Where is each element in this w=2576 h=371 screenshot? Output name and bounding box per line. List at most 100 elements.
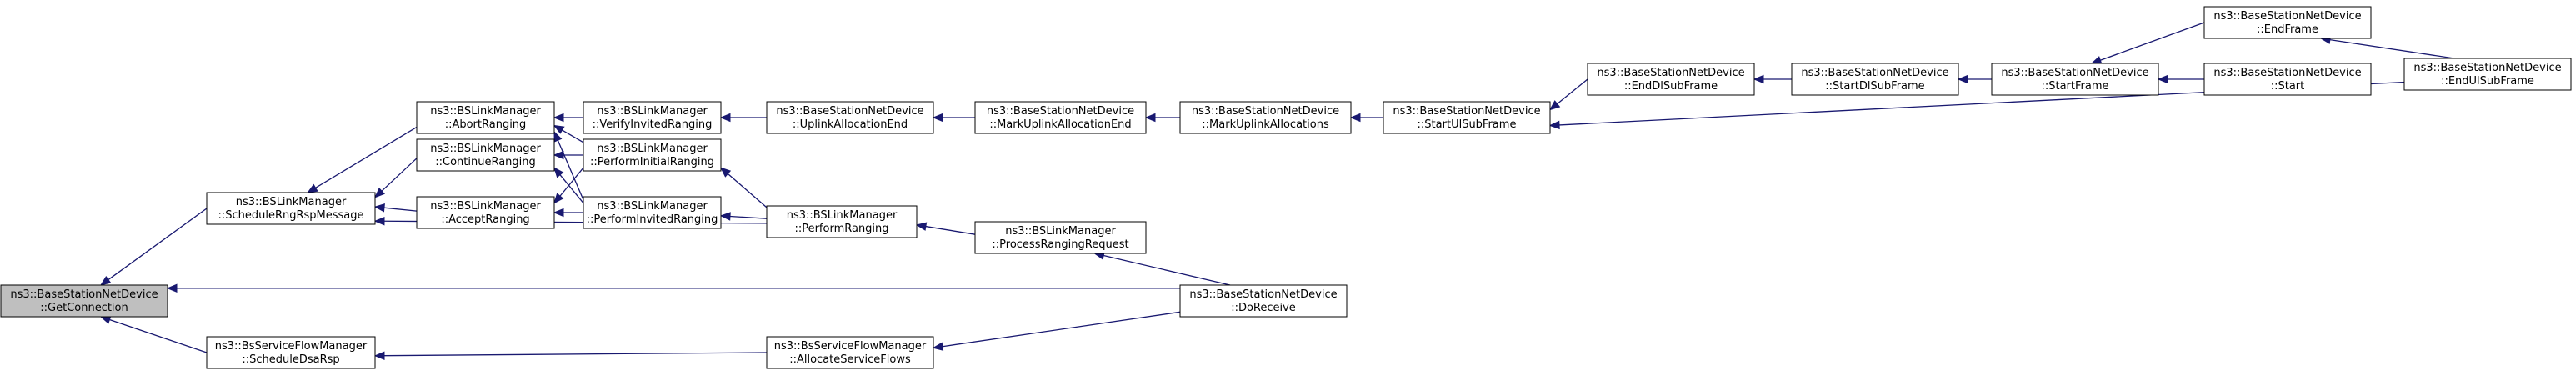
graph-node-end-frame[interactable]: ns3::BaseStationNetDevice::EndFrame [2203, 6, 2372, 39]
node-method-label: ::VerifyInvitedRanging [593, 118, 713, 131]
arrowhead [2157, 74, 2168, 84]
edge-start-ul-subframe-to-mark-uplink-allocs [1349, 113, 1383, 123]
edge-line [559, 167, 584, 197]
node-method-label: ::PerformInitialRanging [590, 156, 714, 168]
edge-line [315, 126, 418, 188]
edge-end-dl-subframe-to-start-ul-subframe [1548, 78, 1588, 111]
edge-perform-invited-to-abort-ranging [553, 130, 584, 201]
edge-start-dl-subframe-to-end-dl-subframe [1753, 74, 1792, 84]
node-namespace-label: ns3::BaseStationNetDevice [1192, 105, 1339, 118]
node-box [1179, 284, 1348, 318]
graph-node-start[interactable]: ns3::BaseStationNetDevice::Start [2203, 63, 2372, 96]
arrowhead [553, 130, 563, 143]
edge-line [2329, 38, 2455, 59]
graph-node-uplink-alloc-end[interactable]: ns3::BaseStationNetDevice::UplinkAllocat… [766, 101, 934, 134]
node-namespace-label: ns3::BSLinkManager [597, 200, 708, 213]
arrowhead [2090, 56, 2103, 65]
edge-line [108, 208, 208, 281]
node-box [206, 336, 376, 369]
edge-line [1557, 78, 1588, 105]
graph-node-abort-ranging[interactable]: ns3::BSLinkManager::AbortRanging [416, 101, 555, 134]
node-namespace-label: ns3::BSLinkManager [597, 143, 708, 155]
graph-node-continue-ranging[interactable]: ns3::BSLinkManager::ContinueRanging [416, 138, 555, 172]
node-box [583, 101, 722, 134]
node-namespace-label: ns3::BaseStationNetDevice [1597, 67, 1744, 79]
node-method-label: ::EndDlSubFrame [1624, 80, 1718, 93]
node-method-label: ::StartFrame [2041, 80, 2108, 93]
graph-node-mark-uplink-allocs[interactable]: ns3::BaseStationNetDevice::MarkUplinkAll… [1179, 101, 1352, 134]
graph-node-start-ul-subframe[interactable]: ns3::BaseStationNetDevice::StartUlSubFra… [1383, 101, 1551, 134]
node-method-label: ::Start [2271, 80, 2305, 93]
graph-node-perform-initial[interactable]: ns3::BSLinkManager::PerformInitialRangin… [583, 138, 722, 172]
arrowhead [720, 167, 732, 178]
node-namespace-label: ns3::BaseStationNetDevice [2001, 67, 2148, 79]
edge-line [727, 173, 768, 208]
node-method-label: ::AllocateServiceFlows [789, 353, 911, 366]
node-box [1383, 101, 1551, 134]
node-method-label: ::MarkUplinkAllocations [1202, 118, 1329, 131]
graph-node-allocate-sf[interactable]: ns3::BsServiceFlowManager::AllocateServi… [766, 336, 934, 369]
arrowhead [932, 113, 943, 123]
edge-schedule-rng-rsp-to-get-connection [99, 208, 208, 286]
graph-node-process-ranging-req[interactable]: ns3::BSLinkManager::ProcessRangingReques… [974, 221, 1147, 254]
node-box [1587, 63, 1755, 96]
graph-node-perform-invited[interactable]: ns3::BSLinkManager::PerformInvitedRangin… [583, 196, 722, 229]
node-box [2203, 63, 2372, 96]
edge-perform-ranging-to-perform-initial [720, 167, 768, 208]
node-method-label: ::PerformRanging [794, 223, 888, 235]
node-box [974, 101, 1147, 134]
edge-start-frame-to-start-dl-subframe [1957, 74, 1992, 84]
node-namespace-label: ns3::BsServiceFlowManager [774, 340, 927, 353]
graph-node-start-frame[interactable]: ns3::BaseStationNetDevice::StartFrame [1991, 63, 2159, 96]
node-box [766, 101, 934, 134]
arrowhead [932, 342, 944, 351]
arrowhead [307, 183, 318, 193]
node-namespace-label: ns3::BaseStationNetDevice [2213, 67, 2361, 79]
edge-mark-uplink-allocs-to-mark-uplink-alloc-end [1144, 113, 1180, 123]
node-namespace-label: ns3::BSLinkManager [430, 200, 541, 213]
node-namespace-label: ns3::BaseStationNetDevice [987, 105, 1134, 118]
arrowhead [1144, 113, 1156, 123]
edge-line [109, 318, 208, 353]
graph-node-end-ul-subframe[interactable]: ns3::BaseStationNetDevice::EndUlSubFrame [2403, 58, 2572, 91]
node-method-label: ::ScheduleDsaRsp [242, 353, 339, 366]
edge-perform-initial-to-abort-ranging [553, 124, 584, 143]
arrowhead [719, 113, 731, 123]
edge-start-to-start-frame [2157, 74, 2204, 84]
edge-schedule-dsa-rsp-to-get-connection [99, 315, 208, 353]
graph-node-perform-ranging[interactable]: ns3::BSLinkManager::PerformRanging [766, 205, 918, 238]
graph-node-get-connection[interactable]: ns3::BaseStationNetDevice::GetConnection [0, 284, 168, 318]
arrowhead [553, 113, 564, 123]
node-box [2403, 58, 2572, 91]
graph-node-schedule-dsa-rsp[interactable]: ns3::BsServiceFlowManager::ScheduleDsaRs… [206, 336, 376, 369]
graph-node-start-dl-subframe[interactable]: ns3::BaseStationNetDevice::StartDlSubFra… [1791, 63, 1959, 96]
arrowhead [166, 283, 178, 293]
node-method-label: ::DoReceive [1231, 302, 1296, 314]
node-namespace-label: ns3::BaseStationNetDevice [2213, 10, 2361, 23]
edge-line [383, 207, 418, 212]
node-namespace-label: ns3::BaseStationNetDevice [776, 105, 923, 118]
arrowhead [99, 276, 112, 286]
arrowhead [374, 188, 385, 198]
edge-verify-invited-to-abort-ranging [553, 113, 583, 123]
node-box [416, 196, 555, 229]
graph-node-schedule-rng-rsp[interactable]: ns3::BSLinkManager::ScheduleRngRspMessag… [206, 192, 376, 225]
nodes-layer: ns3::BaseStationNetDevice::GetConnection… [0, 6, 2572, 369]
node-method-label: ::ProcessRangingRequest [992, 238, 1128, 251]
node-box [583, 138, 722, 172]
graph-node-accept-ranging[interactable]: ns3::BSLinkManager::AcceptRanging [416, 196, 555, 229]
graph-node-verify-invited[interactable]: ns3::BSLinkManager::VerifyInvitedRanging [583, 101, 722, 134]
arrowhead [1957, 74, 1968, 84]
arrowhead [99, 315, 112, 324]
edge-line [925, 225, 976, 235]
node-method-label: ::MarkUplinkAllocationEnd [989, 118, 1131, 131]
edge-accept-ranging-to-schedule-rng-rsp [373, 203, 418, 213]
graph-node-do-receive[interactable]: ns3::BaseStationNetDevice::DoReceive [1179, 284, 1348, 318]
node-namespace-label: ns3::BSLinkManager [1005, 225, 1116, 238]
node-namespace-label: ns3::BSLinkManager [236, 196, 347, 208]
graph-node-mark-uplink-alloc-end[interactable]: ns3::BaseStationNetDevice::MarkUplinkAll… [974, 101, 1147, 134]
graph-node-end-dl-subframe[interactable]: ns3::BaseStationNetDevice::EndDlSubFrame [1587, 63, 1755, 96]
edge-continue-ranging-to-schedule-rng-rsp [374, 158, 418, 198]
edge-do-receive-to-allocate-sf [932, 311, 1181, 351]
node-box [1791, 63, 1959, 96]
